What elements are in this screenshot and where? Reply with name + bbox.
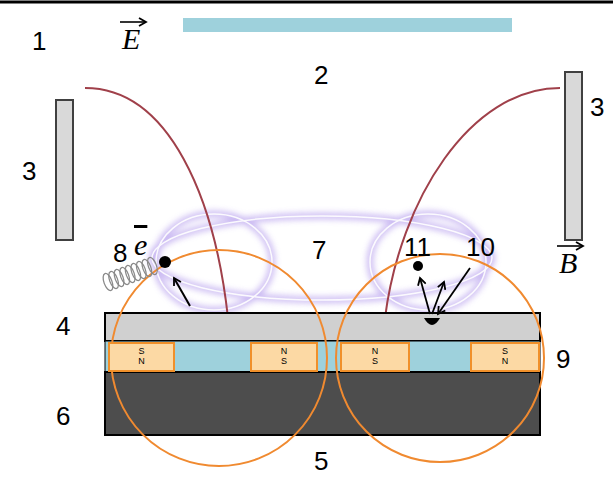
electron-symbol: e <box>134 230 147 260</box>
callout-number: 10 <box>466 234 495 260</box>
magnet-pole: S <box>138 347 144 357</box>
magnet-pole: N <box>138 357 145 367</box>
callout-number: 2 <box>314 62 328 88</box>
callout-number: 3 <box>590 94 604 120</box>
magnet-pole: N <box>281 347 288 357</box>
magnet-block: NS <box>340 342 410 372</box>
magnet-pole: N <box>372 347 379 357</box>
callout-number: 4 <box>56 313 70 339</box>
magnet-block: SN <box>108 342 175 372</box>
callout-number: 3 <box>22 158 36 184</box>
callout-number: 9 <box>556 346 570 372</box>
callout-number: 5 <box>314 448 328 474</box>
magnet-pole: N <box>502 357 509 367</box>
callout-number: 8 <box>113 240 127 266</box>
callout-number: 7 <box>312 237 326 263</box>
magnet-block: NS <box>250 342 318 372</box>
magnet-pole: S <box>372 357 378 367</box>
magnet-pole: S <box>502 347 508 357</box>
callout-number: 1 <box>32 28 46 54</box>
magnet-block: SN <box>470 342 540 372</box>
callout-number: 6 <box>56 403 70 429</box>
callout-number: 11 <box>404 234 431 260</box>
field-symbol: E <box>122 24 140 54</box>
field-symbol: B <box>559 248 577 278</box>
magnet-pole: S <box>281 357 287 367</box>
